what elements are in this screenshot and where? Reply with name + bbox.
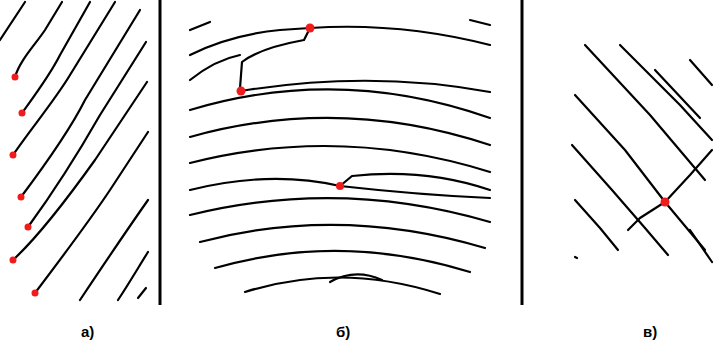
panel-label: б) (336, 323, 350, 340)
panel-label: а) (81, 323, 94, 340)
panel-label: в) (643, 323, 657, 340)
